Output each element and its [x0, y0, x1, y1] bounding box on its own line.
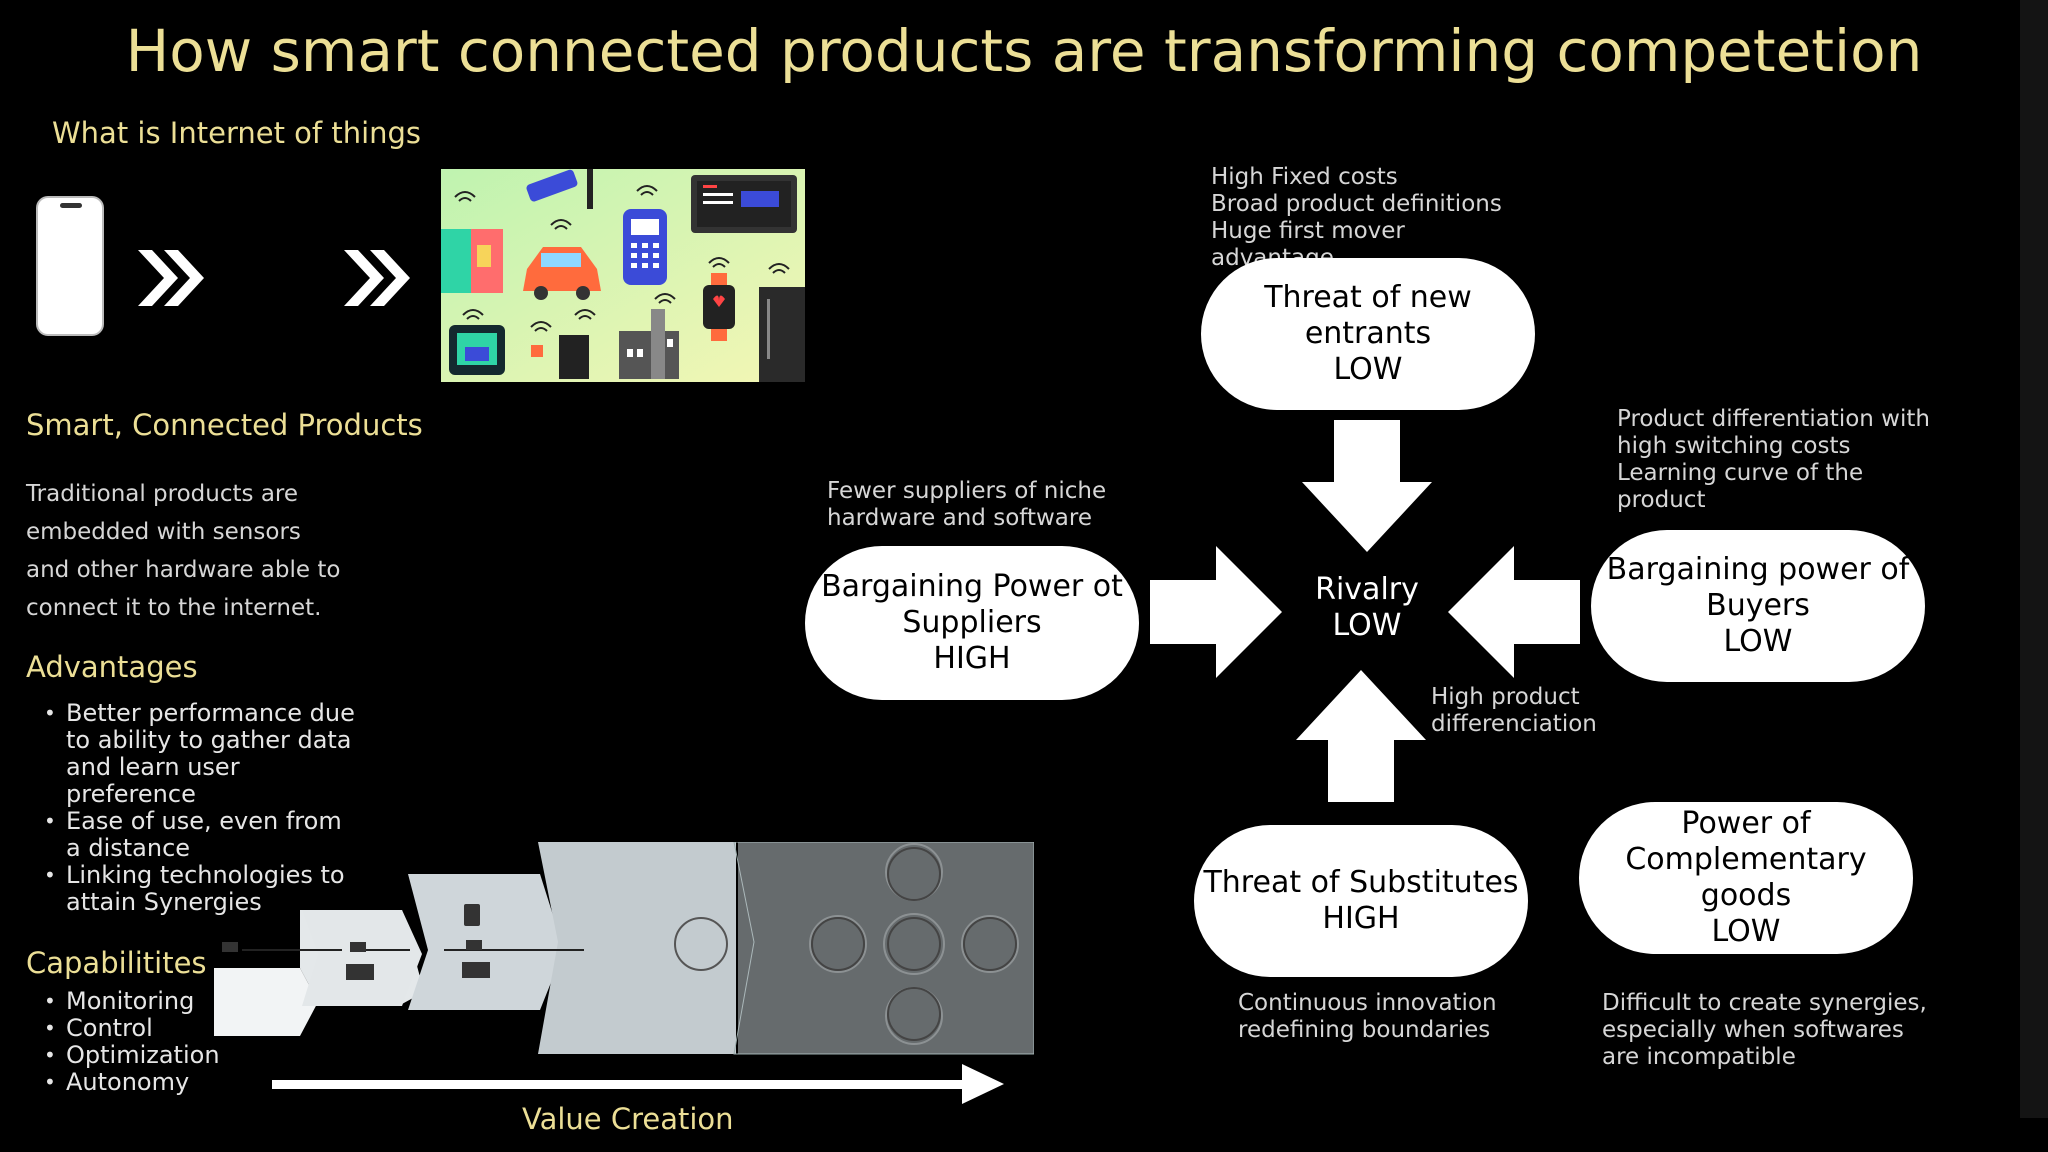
rivalry-notes: High product differenciation [1431, 684, 1597, 737]
rivalry-node: Rivalry LOW [1315, 572, 1419, 643]
arrow-left-icon [1448, 546, 1580, 678]
list-item: Ease of use, even from a distance [26, 808, 356, 862]
list-item: Control [26, 1015, 326, 1043]
threat-new-entrants-node: Threat of new entrants LOW [1201, 258, 1535, 410]
value-creation-label: Value Creation [522, 1102, 734, 1136]
iot-heading: What is Internet of things [52, 116, 422, 150]
edge-strip [2020, 0, 2048, 1118]
bargaining-power-buyers-node: Bargaining power of Buyers LOW [1591, 530, 1925, 682]
buyers-notes: Product differentiation with high switch… [1617, 406, 1930, 513]
bargaining-power-suppliers-node: Bargaining Power ot Suppliers HIGH [805, 546, 1139, 700]
iot-devices-illustration [441, 169, 805, 382]
threat-substitutes-node: Threat of Substitutes HIGH [1194, 825, 1528, 977]
list-item: Monitoring [26, 988, 326, 1016]
capabilities-heading: Capabilitites [26, 946, 207, 980]
arrow-down-icon [1302, 420, 1432, 552]
advantages-list: Better performance due to ability to gat… [26, 700, 356, 916]
scp-heading: Smart, Connected Products [26, 408, 423, 442]
arrow-up-icon [1296, 670, 1426, 802]
scp-body: Traditional products are embedded with s… [26, 481, 341, 621]
arrow-right-icon [1150, 546, 1282, 678]
list-item: Linking technologies to attain Synergies [26, 862, 356, 916]
page-title: How smart connected products are transfo… [125, 17, 1923, 85]
power-complementary-goods-node: Power of Complementary goods LOW [1579, 802, 1913, 954]
substitutes-notes: Continuous innovation redefining boundar… [1238, 990, 1497, 1043]
value-creation-arrow [272, 1064, 1004, 1104]
double-chevron-icon [138, 250, 204, 306]
new-entrants-notes: High Fixed costs Broad product definitio… [1211, 164, 1502, 271]
list-item: Autonomy [26, 1069, 326, 1097]
smartphone-icon [36, 196, 104, 336]
capabilities-list: Monitoring Control Optimization Autonomy [26, 988, 326, 1097]
list-item: Better performance due to ability to gat… [26, 700, 356, 808]
complementary-notes: Difficult to create synergies, especiall… [1602, 990, 1927, 1070]
list-item: Optimization [26, 1042, 326, 1070]
double-chevron-icon [344, 250, 410, 306]
advantages-heading: Advantages [26, 650, 198, 684]
value-creation-diagram [214, 842, 1034, 1055]
suppliers-notes: Fewer suppliers of niche hardware and so… [827, 478, 1107, 531]
